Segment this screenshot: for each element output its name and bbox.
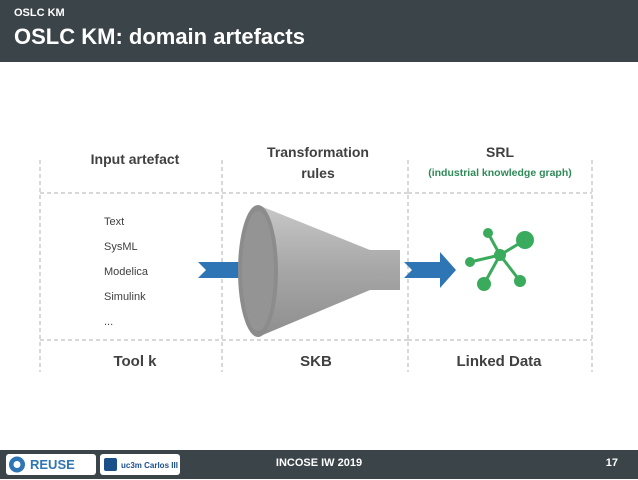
slide-title: OSLC KM: domain artefacts bbox=[14, 24, 305, 49]
slide-header: OSLC KM OSLC KM: domain artefacts bbox=[0, 0, 638, 62]
reuse-logo-text: REUSE bbox=[30, 457, 75, 472]
domain-artefacts-diagram: Input artefact Transformation rules SRL … bbox=[39, 144, 593, 372]
column-footer-linked-data: Linked Data bbox=[456, 353, 542, 370]
column-heading-input: Input artefact bbox=[91, 151, 180, 167]
reuse-logo: REUSE bbox=[6, 454, 96, 475]
list-item: Text bbox=[104, 216, 124, 228]
input-artefact-list: Text SysML Modelica Simulink ... bbox=[104, 216, 149, 328]
reuse-logo-icon: REUSE bbox=[9, 456, 75, 473]
header-kicker: OSLC KM bbox=[14, 7, 65, 19]
list-item: Simulink bbox=[104, 291, 146, 303]
column-heading-transformation-line1: Transformation bbox=[267, 144, 369, 160]
column-footer-skb: SKB bbox=[300, 353, 332, 370]
uc3m-logo-text: uc3m Carlos III bbox=[121, 461, 178, 470]
output-arrow-icon bbox=[404, 252, 456, 288]
slide-footer: REUSE uc3m Carlos III INCOSE IW 2019 17 bbox=[0, 450, 638, 479]
uc3m-logo: uc3m Carlos III bbox=[100, 454, 180, 475]
column-guides bbox=[39, 160, 593, 372]
column-heading-srl: SRL bbox=[486, 144, 514, 160]
event-label: INCOSE IW 2019 bbox=[275, 457, 363, 469]
page-number: 17 bbox=[605, 457, 618, 469]
list-item: SysML bbox=[104, 241, 138, 253]
column-subheading-srl: (industrial knowledge graph) bbox=[428, 167, 572, 179]
funnel-icon bbox=[238, 205, 400, 337]
column-heading-transformation-line2: rules bbox=[301, 165, 335, 181]
column-footer-tool: Tool k bbox=[113, 353, 157, 370]
knowledge-graph-icon bbox=[465, 228, 534, 291]
diagram-area: Input artefact Transformation rules SRL … bbox=[0, 62, 638, 450]
uc3m-logo-icon: uc3m Carlos III bbox=[104, 458, 178, 471]
list-item: ... bbox=[104, 316, 113, 328]
list-item: Modelica bbox=[104, 266, 149, 278]
